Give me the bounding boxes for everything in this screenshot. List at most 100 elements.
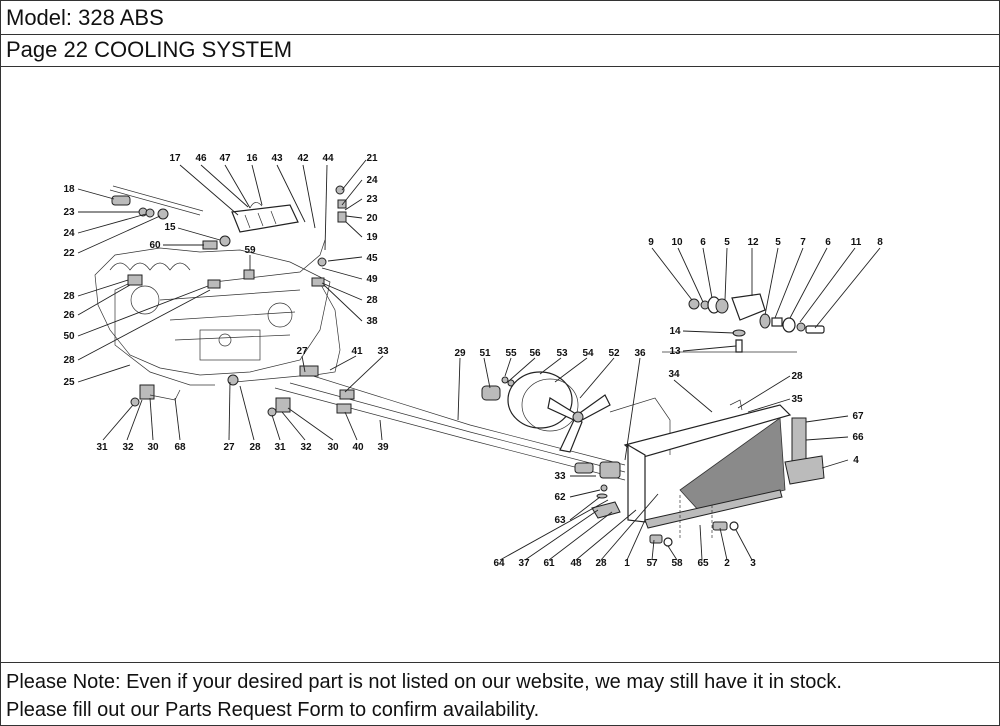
callout-37: 37 bbox=[518, 558, 530, 569]
callout-33: 33 bbox=[377, 346, 389, 357]
callout-57: 57 bbox=[646, 558, 658, 569]
callout-68: 68 bbox=[174, 442, 186, 453]
callout-6: 6 bbox=[700, 237, 706, 248]
callout-32: 32 bbox=[122, 442, 134, 453]
callout-6: 6 bbox=[825, 237, 831, 248]
callout-41: 41 bbox=[351, 346, 363, 357]
footer-divider bbox=[0, 662, 1000, 663]
callout-44: 44 bbox=[322, 153, 334, 164]
callout-26: 26 bbox=[63, 310, 75, 321]
callout-66: 66 bbox=[852, 432, 864, 443]
callout-8: 8 bbox=[877, 237, 883, 248]
callout-64: 64 bbox=[493, 558, 505, 569]
callout-20: 20 bbox=[366, 213, 378, 224]
fittings bbox=[111, 185, 355, 417]
callout-32: 32 bbox=[300, 442, 312, 453]
callout-63: 63 bbox=[554, 515, 566, 526]
callout-45: 45 bbox=[366, 253, 378, 264]
engine-block bbox=[94, 247, 331, 376]
callout-30: 30 bbox=[327, 442, 339, 453]
callout-21: 21 bbox=[366, 153, 378, 164]
callout-59: 59 bbox=[244, 245, 256, 256]
callout-1: 1 bbox=[624, 558, 630, 569]
callout-48: 48 bbox=[570, 558, 582, 569]
callout-25: 25 bbox=[63, 377, 75, 388]
callout-34: 34 bbox=[668, 369, 680, 380]
expansion-tank bbox=[231, 202, 299, 233]
hoses bbox=[109, 185, 626, 481]
callout-30: 30 bbox=[147, 442, 159, 453]
callout-2: 2 bbox=[724, 558, 730, 569]
callout-47: 47 bbox=[219, 153, 231, 164]
callout-29: 29 bbox=[454, 348, 466, 359]
callout-42: 42 bbox=[297, 153, 309, 164]
callout-49: 49 bbox=[366, 274, 378, 285]
callout-22: 22 bbox=[63, 248, 75, 259]
callout-18: 18 bbox=[63, 184, 75, 195]
callout-28: 28 bbox=[249, 442, 261, 453]
callout-56: 56 bbox=[529, 348, 541, 359]
callout-31: 31 bbox=[274, 442, 286, 453]
callout-31: 31 bbox=[96, 442, 108, 453]
callout-4: 4 bbox=[853, 455, 859, 466]
callout-39: 39 bbox=[377, 442, 389, 453]
callout-7: 7 bbox=[800, 237, 806, 248]
callout-24: 24 bbox=[63, 228, 75, 239]
cooling-system-diagram: 17 46 47 16 43 42 44 21 24 23 20 19 18 2… bbox=[63, 153, 883, 569]
bottom-fittings bbox=[574, 461, 739, 547]
callout-16: 16 bbox=[246, 153, 258, 164]
callout-35: 35 bbox=[791, 394, 803, 405]
callout-60: 60 bbox=[149, 240, 161, 251]
callout-10: 10 bbox=[671, 237, 683, 248]
page-title: Page 22 COOLING SYSTEM bbox=[6, 37, 293, 62]
callout-53: 53 bbox=[556, 348, 568, 359]
callout-19: 19 bbox=[366, 232, 378, 243]
callout-11: 11 bbox=[851, 237, 862, 248]
callout-50: 50 bbox=[63, 331, 75, 342]
radiator bbox=[623, 351, 825, 529]
callout-14: 14 bbox=[669, 326, 681, 337]
callout-65: 65 bbox=[697, 558, 709, 569]
callout-28: 28 bbox=[63, 355, 75, 366]
callout-38: 38 bbox=[366, 316, 378, 327]
callout-28: 28 bbox=[791, 371, 803, 382]
callout-28: 28 bbox=[63, 291, 75, 302]
callout-67: 67 bbox=[852, 411, 864, 422]
callout-40: 40 bbox=[352, 442, 364, 453]
callout-27: 27 bbox=[296, 346, 308, 357]
callout-24: 24 bbox=[366, 175, 378, 186]
callout-36: 36 bbox=[634, 348, 646, 359]
callout-54: 54 bbox=[582, 348, 594, 359]
callout-5: 5 bbox=[775, 237, 781, 248]
callout-28: 28 bbox=[366, 295, 378, 306]
callout-15: 15 bbox=[164, 222, 176, 233]
callout-52: 52 bbox=[608, 348, 620, 359]
callout-labels: 17 46 47 16 43 42 44 21 24 23 20 19 18 2… bbox=[63, 153, 883, 569]
callout-33: 33 bbox=[554, 471, 566, 482]
callout-61: 61 bbox=[543, 558, 555, 569]
model-title: Model: 328 ABS bbox=[6, 5, 164, 30]
callout-3: 3 bbox=[750, 558, 756, 569]
callout-9: 9 bbox=[648, 237, 654, 248]
header-divider bbox=[0, 66, 1000, 67]
callout-46: 46 bbox=[195, 153, 207, 164]
stock-note: Please Note: Even if your desired part i… bbox=[6, 671, 842, 693]
callout-58: 58 bbox=[671, 558, 683, 569]
callout-23: 23 bbox=[366, 194, 378, 205]
request-form-note: Please fill out our Parts Request Form t… bbox=[6, 699, 540, 721]
callout-62: 62 bbox=[554, 492, 566, 503]
fan-assembly bbox=[481, 371, 671, 455]
leader-lines bbox=[77, 159, 881, 561]
callout-51: 51 bbox=[479, 348, 491, 359]
callout-27: 27 bbox=[223, 442, 235, 453]
callout-13: 13 bbox=[669, 346, 681, 357]
callout-23: 23 bbox=[63, 207, 75, 218]
callout-55: 55 bbox=[505, 348, 517, 359]
callout-12: 12 bbox=[747, 237, 759, 248]
callout-43: 43 bbox=[271, 153, 283, 164]
header-divider bbox=[0, 34, 1000, 35]
callout-5: 5 bbox=[724, 237, 730, 248]
mount-hardware bbox=[688, 293, 825, 353]
callout-17: 17 bbox=[169, 153, 181, 164]
callout-28: 28 bbox=[595, 558, 607, 569]
